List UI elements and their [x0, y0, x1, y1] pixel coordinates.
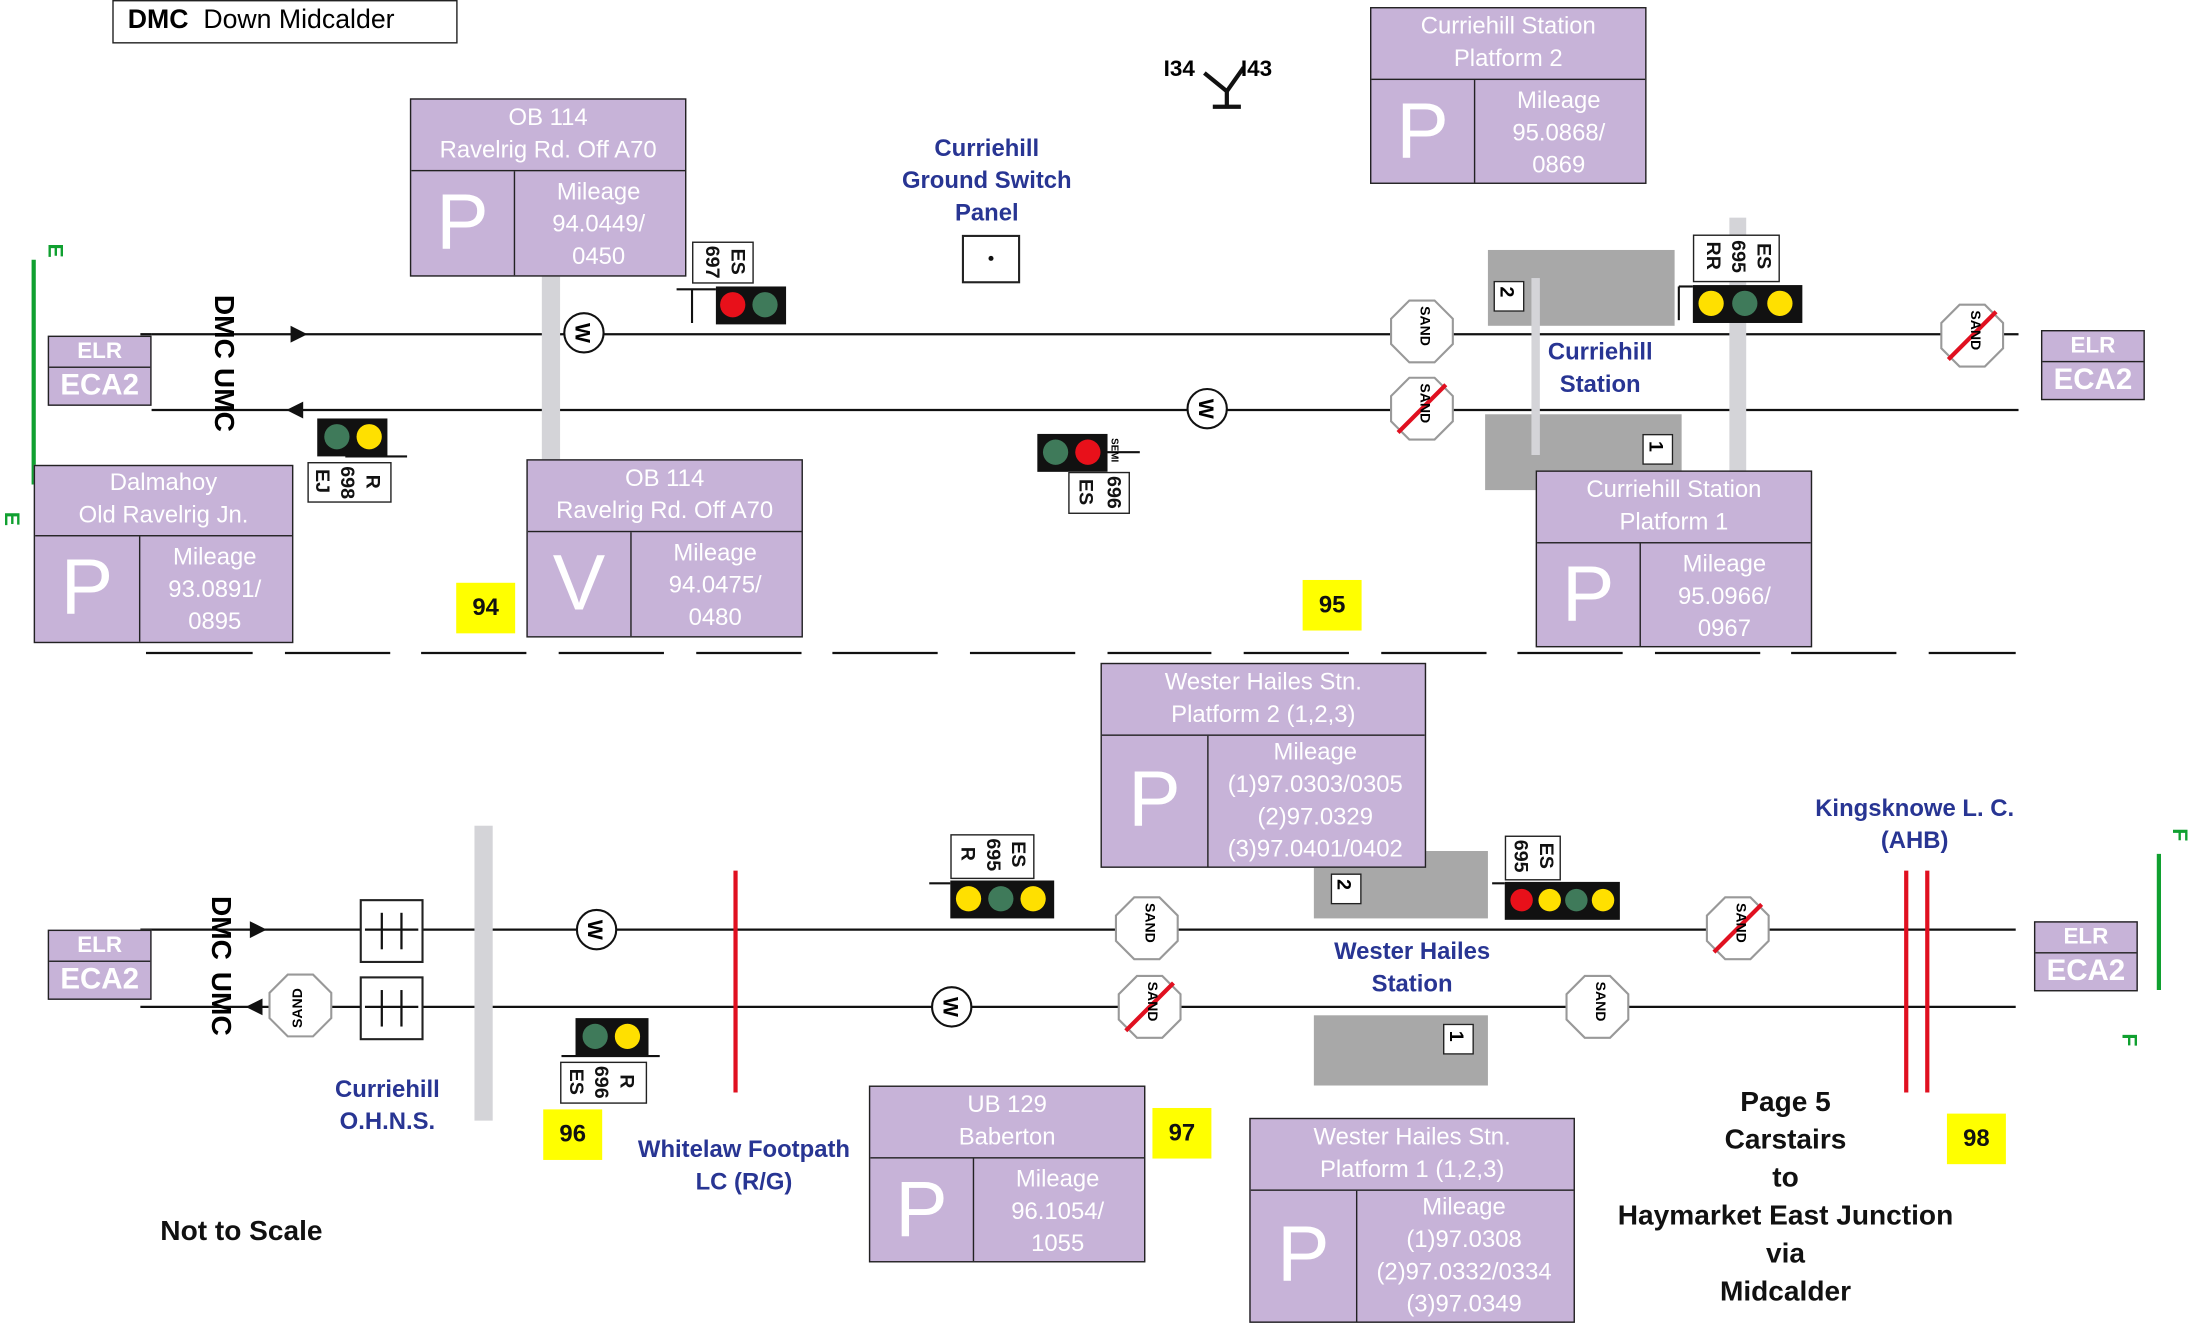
signal-es696-r-bottom: [561, 1018, 660, 1058]
platform-2-tag: 2: [1493, 280, 1525, 312]
sand-label-cancelled: SAND: [1144, 981, 1160, 1022]
sand-label: SAND: [1591, 981, 1608, 1022]
sand-label-cancelled: SAND: [1732, 902, 1748, 943]
milepost-98: 98: [1946, 1113, 2006, 1165]
p-letter: P: [1251, 1190, 1358, 1322]
semi-label: SEMI: [1108, 438, 1119, 463]
down-direction-arrow-b: [249, 921, 267, 939]
up-direction-arrow: [286, 401, 304, 419]
signal-plate-es697: ES 697: [692, 241, 754, 284]
signal-ej698: [317, 418, 408, 458]
down-direction-arrow: [290, 325, 308, 343]
sand-label-cancelled: SAND: [1966, 310, 1983, 351]
sand-label: SAND: [1141, 902, 1157, 943]
wh-platform-1-tag: 1: [1443, 1023, 1474, 1055]
line-header: DMC Down Midcalder: [112, 0, 458, 44]
line-code: DMC: [127, 5, 189, 36]
whistle-w-4: W: [937, 997, 962, 1017]
overbridge-bar: [541, 272, 561, 470]
i43-label: I43: [1240, 57, 1273, 82]
dmc-label-top: DMC: [207, 294, 239, 359]
isolation-switch-up: [359, 976, 424, 1041]
line-name: Down Midcalder: [203, 5, 395, 36]
p-letter: P: [870, 1158, 975, 1262]
signal-es695-bottom: [1492, 881, 1620, 920]
p-letter: P: [1537, 543, 1641, 646]
whistle-w-2: W: [1193, 398, 1218, 419]
sand-label: SAND: [290, 988, 307, 1028]
milepost-97: 97: [1152, 1107, 1212, 1159]
page-note: Page 5 Carstairs to Haymarket East Junct…: [1617, 1086, 1954, 1308]
kingsknowe-label: Kingsknowe L. C.(AHB): [1815, 794, 2015, 854]
signal-es697: [676, 286, 787, 325]
signal-plate-es696: ES 696: [1068, 471, 1130, 514]
wester-hailes-p2-box: Wester Hailes Stn.Platform 2 (1,2,3) P M…: [1100, 662, 1427, 868]
boundary-e-top: E: [42, 243, 67, 258]
milepost-96: 96: [543, 1109, 603, 1160]
signal-es695-r-bottom: [929, 880, 1055, 919]
v-letter: V: [528, 532, 632, 637]
signal-plate-ej698: EJ 698 R: [307, 462, 392, 503]
signal-es695-rr: [1677, 285, 1803, 323]
milepost-95: 95: [1302, 579, 1362, 631]
p-letter: P: [1102, 735, 1209, 867]
signal-plate-es695: ES 695: [1504, 835, 1561, 881]
umc-label-bottom: UMC: [204, 971, 236, 1036]
boundary-e-bottom: E: [0, 511, 24, 526]
boundary-f-bottom: F: [2116, 1033, 2141, 1047]
p-letter: P: [411, 171, 516, 276]
not-to-scale: Not to Scale: [160, 1216, 323, 1248]
umc-label-top: UMC: [207, 367, 239, 432]
boundary-f-top: F: [2167, 828, 2192, 842]
up-direction-arrow-b: [245, 998, 263, 1016]
p-letter: P: [35, 536, 141, 642]
i34-label: I34: [1163, 57, 1195, 82]
whistle-w-1: W: [569, 322, 594, 343]
signal-plate-es695-rr: ES 695 RR: [1692, 234, 1780, 283]
catch-point-symbol: [1203, 66, 1246, 109]
signal-es696: [1037, 433, 1140, 472]
ohns-bar: [474, 825, 493, 1121]
whistle-w-3: W: [582, 919, 607, 940]
sand-cancel-slashes: [1124, 310, 1998, 1033]
milepost-94: 94: [456, 582, 516, 634]
signal-plate-es696-r: ES 696 R: [560, 1061, 648, 1104]
signal-plate-es695-r: ES 695 R: [950, 834, 1035, 880]
isolation-switch-down: [359, 899, 424, 963]
footbridge-bar: [1531, 278, 1540, 455]
whistle-board: [563, 312, 1228, 1028]
dmc-label-bottom: DMC: [204, 895, 236, 960]
wester-hailes-p1-box: Wester Hailes Stn.Platform 1 (1,2,3) P M…: [1249, 1117, 1575, 1323]
sand-label: SAND: [1416, 306, 1432, 346]
platform-1-tag: 1: [1642, 433, 1674, 465]
sand-label-cancelled: SAND: [1416, 383, 1432, 424]
p-letter: P: [1371, 80, 1476, 183]
wh-platform-2-tag: 2: [1330, 873, 1362, 905]
